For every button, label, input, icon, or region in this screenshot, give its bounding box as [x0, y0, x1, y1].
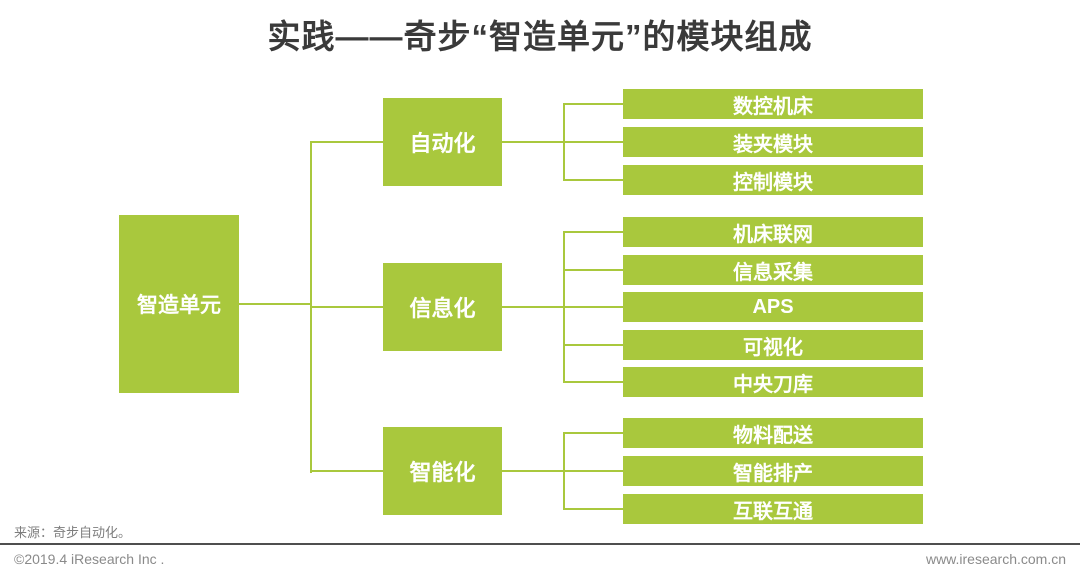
node-leaf-clamping: 装夹模块: [623, 127, 923, 157]
node-leaf-interconnection: 互联互通: [623, 494, 923, 524]
bracket-informatization: [563, 231, 565, 383]
connector-root-trunk: [239, 303, 311, 305]
connector-trunk-branch-intelligence: [311, 470, 383, 472]
connector-trunk-branch-automation: [311, 141, 383, 143]
node-leaf-cnc-machine: 数控机床: [623, 89, 923, 119]
connector-branch1-bracket: [502, 141, 623, 143]
node-leaf-material-delivery: 物料配送: [623, 418, 923, 448]
connector-trunk-branch-informatization: [311, 306, 383, 308]
connector-branch2-bracket: [502, 306, 623, 308]
stub-leaf-1-3: [564, 179, 623, 181]
stub-leaf-2-5: [564, 381, 623, 383]
bracket-automation: [563, 103, 565, 181]
stub-leaf-3-3: [564, 508, 623, 510]
stub-leaf-1-1: [564, 103, 623, 105]
bracket-intelligence: [563, 432, 565, 510]
node-leaf-control: 控制模块: [623, 165, 923, 195]
node-leaf-machine-network: 机床联网: [623, 217, 923, 247]
node-branch-informatization: 信息化: [383, 263, 502, 351]
node-root: 智造单元: [119, 215, 239, 393]
footer-divider: [0, 543, 1080, 545]
node-branch-intelligence: 智能化: [383, 427, 502, 515]
node-leaf-aps: APS: [623, 292, 923, 322]
node-leaf-tool-magazine: 中央刀库: [623, 367, 923, 397]
node-branch-automation: 自动化: [383, 98, 502, 186]
stub-leaf-2-2: [564, 269, 623, 271]
website-link[interactable]: www.iresearch.com.cn: [925, 551, 1066, 567]
stub-leaf-3-1: [564, 432, 623, 434]
node-leaf-visualization: 可视化: [623, 330, 923, 360]
node-leaf-data-collection: 信息采集: [623, 255, 923, 285]
copyright-text: ©2019.4 iResearch Inc .: [14, 551, 165, 567]
node-leaf-smart-scheduling: 智能排产: [623, 456, 923, 486]
connector-branch3-bracket: [502, 470, 623, 472]
source-note: 来源：奇步自动化。: [14, 525, 132, 540]
page-title: 实践——奇步“智造单元”的模块组成: [267, 18, 813, 55]
stub-leaf-2-1: [564, 231, 623, 233]
stub-leaf-2-4: [564, 344, 623, 346]
